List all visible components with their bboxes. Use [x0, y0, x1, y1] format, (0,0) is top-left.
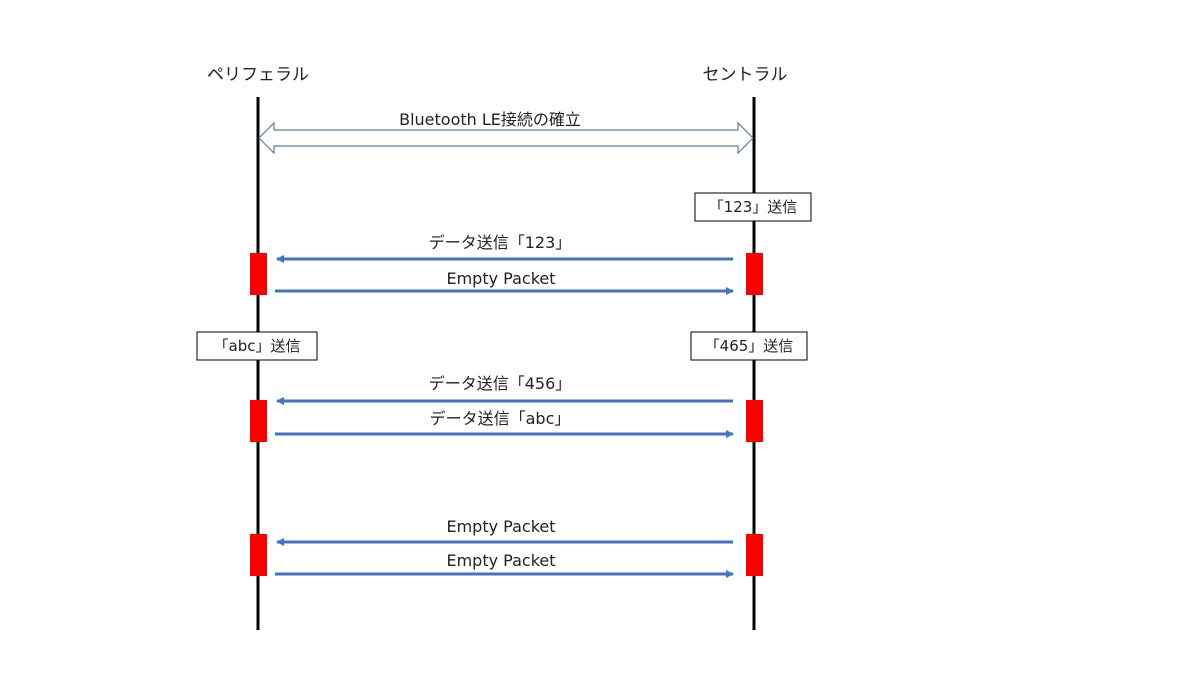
connection-label: Bluetooth LE接続の確立	[399, 110, 581, 129]
activation-peripheral-1	[250, 253, 267, 295]
message-5-label: Empty Packet	[446, 517, 555, 536]
participant-peripheral: ペリフェラル	[207, 65, 309, 85]
message-6-label: Empty Packet	[446, 551, 555, 570]
activation-central-2	[746, 400, 763, 442]
activation-peripheral-3	[250, 534, 267, 576]
activation-central-3	[746, 534, 763, 576]
activation-peripheral-2	[250, 400, 267, 442]
note-send-465-box	[690, 331, 808, 361]
connection-double-arrow	[258, 121, 754, 155]
message-2-label: Empty Packet	[446, 269, 555, 288]
activation-central-1	[746, 253, 763, 295]
message-1-label: データ送信「123」	[429, 233, 572, 252]
participant-central: セントラル	[703, 65, 788, 85]
note-send-abc: 「abc」送信	[214, 337, 301, 355]
note-send-123-box	[694, 192, 812, 222]
message-4-label: データ送信「abc」	[430, 409, 571, 428]
note-send-465: 「465」送信	[705, 337, 794, 355]
message-3-label: データ送信「456」	[429, 374, 572, 393]
note-send-123: 「123」送信	[709, 198, 798, 216]
note-send-abc-box	[196, 331, 318, 361]
